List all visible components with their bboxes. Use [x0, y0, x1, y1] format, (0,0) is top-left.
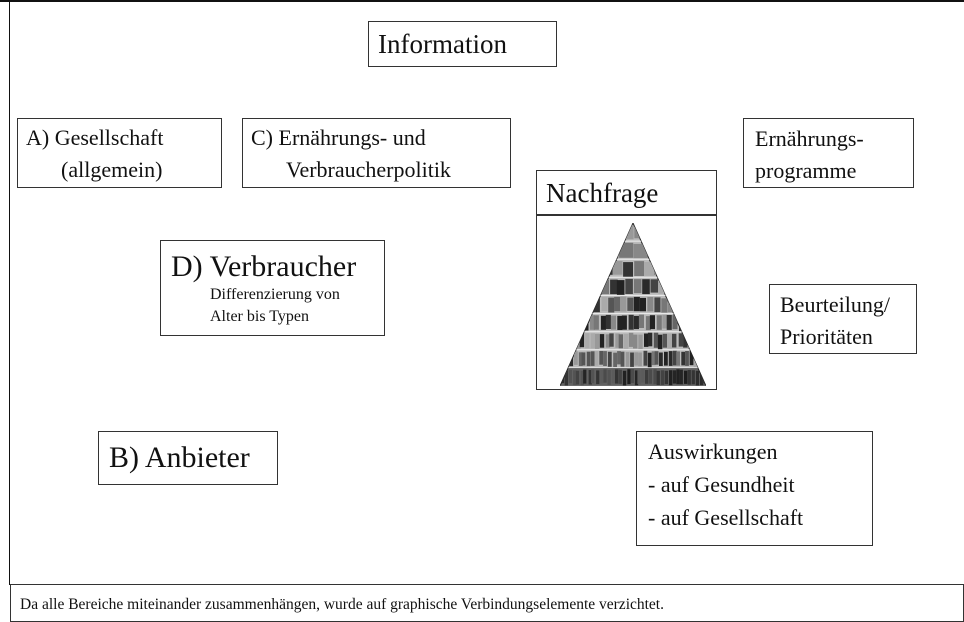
- information-box: Information: [368, 21, 557, 67]
- auswirkungen-line2: - auf Gesundheit: [648, 472, 795, 497]
- beurteilung-box: Beurteilung/ Prioritäten: [769, 284, 917, 354]
- auswirkungen-line3: - auf Gesellschaft: [648, 505, 804, 530]
- frame-left-border: [9, 0, 10, 585]
- gesellschaft-box: A) Gesellschaft (allgemein): [17, 118, 222, 188]
- gesellschaft-line2: (allgemein): [61, 157, 163, 182]
- anbieter-box: B) Anbieter: [98, 431, 278, 485]
- programme-line1: Ernährungs-: [755, 126, 864, 151]
- anbieter-label: B) Anbieter: [109, 441, 250, 474]
- footer-note: Da alle Bereiche miteinander zusammenhän…: [20, 596, 664, 613]
- gesellschaft-line1: A) Gesellschaft: [26, 125, 164, 150]
- nachfrage-title: Nachfrage: [546, 178, 659, 208]
- footer-note-box: Da alle Bereiche miteinander zusammenhän…: [10, 584, 964, 622]
- verbraucher-line2: Alter bis Typen: [210, 308, 310, 325]
- politik-line2: Verbraucherpolitik: [286, 157, 451, 182]
- beurteilung-line1: Beurteilung/: [780, 292, 890, 317]
- politik-box: C) Ernährungs- und Verbraucherpolitik: [242, 118, 511, 188]
- auswirkungen-line1: Auswirkungen: [648, 439, 778, 464]
- nachfrage-box: Nachfrage: [536, 170, 717, 390]
- food-pyramid-image: [560, 223, 706, 386]
- verbraucher-title: D) Verbraucher: [171, 250, 357, 283]
- frame-top-border: [0, 0, 964, 2]
- politik-line1: C) Ernährungs- und: [251, 125, 426, 150]
- programme-box: Ernährungs- programme: [743, 118, 914, 188]
- auswirkungen-box: Auswirkungen - auf Gesundheit - auf Gese…: [636, 431, 873, 546]
- verbraucher-line1: Differenzierung von: [210, 286, 340, 303]
- programme-line2: programme: [755, 158, 857, 183]
- verbraucher-box: D) Verbraucher Differenzierung von Alter…: [160, 240, 385, 336]
- nachfrage-divider: [537, 214, 716, 216]
- information-label: Information: [378, 29, 507, 59]
- beurteilung-line2: Prioritäten: [780, 324, 873, 349]
